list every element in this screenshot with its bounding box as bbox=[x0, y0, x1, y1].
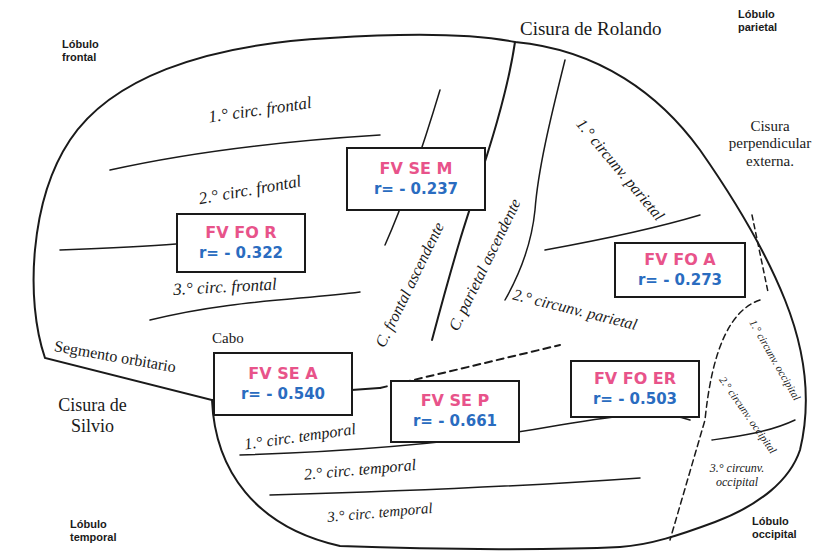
anatomy-label: Cabo bbox=[212, 330, 244, 347]
frontal-sulcus bbox=[110, 135, 380, 170]
anatomy-label: 2.° circ. temporal bbox=[303, 456, 417, 484]
anatomy-label: 2.° circ. frontal bbox=[197, 171, 303, 208]
measure-name: FV FO ER bbox=[594, 369, 676, 390]
measure-name: FV SE M bbox=[380, 159, 453, 180]
anatomy-label: 3.° circunv. occipital bbox=[702, 462, 772, 490]
anatomy-label: Lóbulo parietal bbox=[738, 8, 800, 33]
anatomy-label: Cisura de Rolando bbox=[520, 18, 661, 40]
measure-name: FV SE P bbox=[421, 391, 490, 412]
anatomy-label: Segmento orbitario bbox=[53, 337, 177, 376]
anatomy-label: 3.° circ. frontal bbox=[173, 275, 278, 300]
correlation-value: r= - 0.322 bbox=[199, 244, 283, 264]
correlation-box: FV SE Pr= - 0.661 bbox=[390, 380, 520, 443]
anatomy-label: Lóbulo occipital bbox=[752, 515, 812, 540]
postcentral-sulcus bbox=[505, 60, 565, 300]
perpendicular-fissure bbox=[752, 215, 768, 292]
correlation-value: r= - 0.503 bbox=[593, 390, 677, 410]
measure-name: FV FO R bbox=[205, 223, 276, 244]
anatomy-label: 3.° circ. temporal bbox=[327, 500, 434, 526]
anatomy-label: C. frontal ascendente bbox=[372, 220, 448, 351]
anatomy-label: 2.° circunv. occipital bbox=[717, 374, 780, 456]
correlation-value: r= - 0.237 bbox=[374, 180, 458, 200]
frontal-sulcus bbox=[60, 244, 176, 250]
correlation-box: FV FO Ar= - 0.273 bbox=[614, 242, 746, 298]
correlation-box: FV FO ERr= - 0.503 bbox=[570, 360, 700, 418]
brain-outline bbox=[34, 35, 806, 549]
correlation-box: FV SE Mr= - 0.237 bbox=[346, 147, 486, 211]
anatomy-label: Cisura de Silvio bbox=[45, 395, 140, 436]
correlation-value: r= - 0.661 bbox=[413, 412, 497, 432]
anatomy-label: 1.° circ. frontal bbox=[207, 93, 312, 127]
correlation-box: FV FO Rr= - 0.322 bbox=[176, 213, 306, 273]
anatomy-label: 1.° circunv. parietal bbox=[572, 115, 668, 224]
measure-name: FV FO A bbox=[644, 250, 715, 271]
correlation-value: r= - 0.540 bbox=[241, 385, 325, 405]
anatomy-label: Lóbulo frontal bbox=[62, 38, 124, 63]
correlation-value: r= - 0.273 bbox=[638, 271, 722, 291]
anatomy-label: C. parietal ascendente bbox=[445, 196, 525, 334]
anatomy-label: 1.° circ. temporal bbox=[243, 420, 357, 454]
correlation-box: FV SE Ar= - 0.540 bbox=[213, 352, 353, 416]
measure-name: FV SE A bbox=[248, 364, 317, 385]
anatomy-label: Cisura perpendicular externa. bbox=[722, 118, 818, 170]
anatomy-label: Lóbulo temporal bbox=[70, 518, 132, 543]
